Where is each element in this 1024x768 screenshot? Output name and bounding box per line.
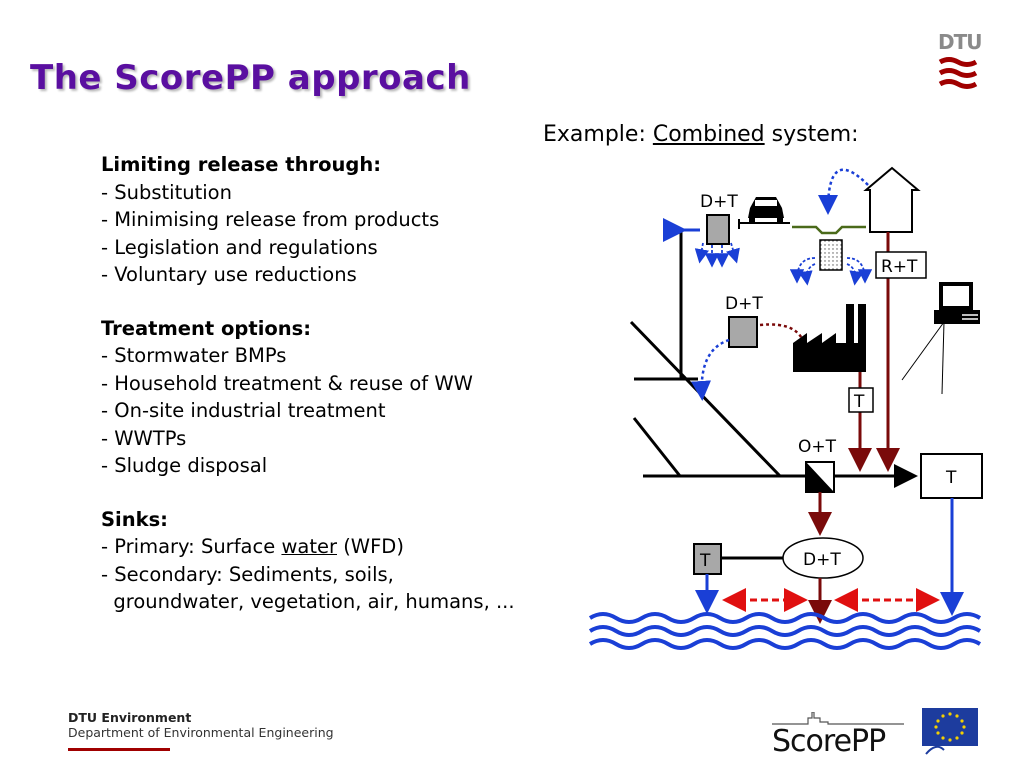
list-item: - WWTPs <box>101 426 187 450</box>
list-item: - Secondary: Sediments, soils, <box>101 562 394 586</box>
list-item: - Minimising release from products <box>101 208 440 231</box>
footer-org: DTU Environment <box>68 710 192 725</box>
roof-runoff-arrow <box>818 168 869 215</box>
road-dt-label: D+T <box>700 192 738 212</box>
industry-link-dashed <box>759 323 807 348</box>
section-limiting-release: Limiting release through: - Substitution… <box>101 151 581 289</box>
callout-line <box>901 321 945 381</box>
list-item: - Voluntary use reductions <box>101 263 357 286</box>
footer-department: DTU Environment Department of Environmen… <box>68 710 334 740</box>
factory-icon <box>793 304 866 372</box>
footer-dept-name: Department of Environmental Engineering <box>68 725 334 740</box>
surface-water-waves <box>588 612 982 650</box>
stormwater-t-label: T <box>699 551 711 571</box>
section-treatment-options: Treatment options: - Stormwater BMPs - H… <box>101 315 581 480</box>
list-item: - Legislation and regulations <box>101 235 378 259</box>
house-rt-label: R+T <box>881 257 918 277</box>
catchment-slope-line-lower <box>632 417 682 477</box>
road-infiltration-arrows <box>694 242 740 268</box>
section-heading: Treatment options: <box>101 316 312 340</box>
section-heading: Limiting release through: <box>101 153 382 176</box>
callout-line <box>941 321 945 395</box>
infiltration-arrows <box>789 257 873 286</box>
list-item: - Substitution <box>101 180 232 204</box>
scorepp-logo-text: ScorePP <box>772 724 886 759</box>
scorepp-skyline-icon <box>772 712 904 725</box>
house-treatment-box <box>875 251 927 279</box>
industry-dt-label: D+T <box>725 294 763 314</box>
slide-title: The ScorePP approach <box>30 58 471 98</box>
green-roof-line <box>792 225 866 235</box>
eu-flag-icon <box>922 708 978 755</box>
industry-overflow-arrow <box>691 338 730 401</box>
combined-system-diagram: D+T R+T D+T <box>588 166 983 650</box>
industry-treatment-box <box>728 316 758 348</box>
caption-text: Example: <box>543 122 653 147</box>
dtu-logo-waves-icon <box>938 57 978 89</box>
wwtp-t-label: T <box>945 468 957 488</box>
road-treatment-box <box>706 214 730 245</box>
list-item-text: - Primary: Surface <box>101 535 282 558</box>
car-icon <box>748 197 784 222</box>
list-item: - Stormwater BMPs <box>101 344 287 367</box>
overflow-ot-label: O+T <box>798 437 837 457</box>
left-column: Limiting release through: - Substitution… <box>101 151 581 642</box>
wwtp-box <box>920 453 983 499</box>
computer-icon <box>934 282 980 324</box>
footer-rule <box>68 748 170 751</box>
storage-dt-label: D+T <box>803 550 841 570</box>
list-item: groundwater, vegetation, air, humans, ..… <box>101 590 515 613</box>
underlined-word: water <box>281 535 337 558</box>
section-heading: Sinks: <box>101 507 168 531</box>
list-item: - Household treatment & reuse of WW <box>101 371 473 395</box>
dtu-logo-text: DTU <box>938 30 982 54</box>
scorepp-logo: ScorePP <box>768 712 908 759</box>
dtu-logo: DTU <box>936 30 982 94</box>
diagram-caption: Example: Combined system: <box>543 122 859 147</box>
list-item: - Primary: Surface water (WFD) <box>101 533 581 561</box>
caption-underlined: Combined <box>652 122 765 147</box>
list-item: - Sludge disposal <box>101 454 268 477</box>
list-item: - On-site industrial treatment <box>101 399 386 422</box>
overflow-structure-fill <box>806 462 834 492</box>
section-sinks: Sinks: - Primary: Surface water (WFD) - … <box>101 506 581 616</box>
list-item-text: (WFD) <box>337 535 404 558</box>
house-icon <box>863 166 921 233</box>
caption-text: system: <box>764 122 859 147</box>
infiltration-box <box>819 239 843 271</box>
industry-t-label: T <box>853 392 865 412</box>
industry-treatment-t-box <box>848 387 874 413</box>
